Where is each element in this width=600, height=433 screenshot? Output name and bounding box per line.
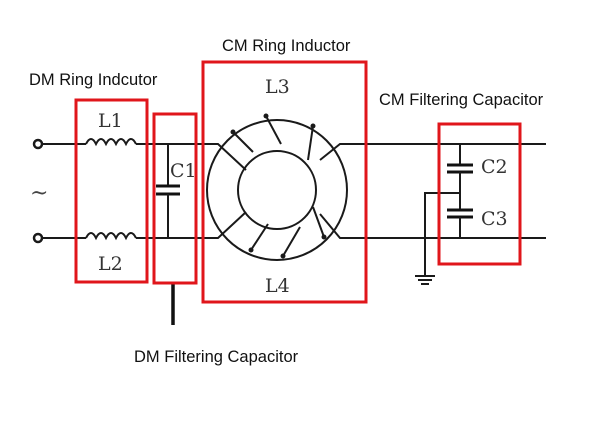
top-line [42, 138, 546, 147]
dm-capacitor-highlight [152, 112, 198, 285]
input-terminals: ~ [30, 138, 48, 244]
label-l3: L3 [265, 76, 290, 98]
ac-source-symbol: ~ [30, 181, 48, 206]
label-c2: C2 [481, 156, 508, 178]
label-l2: L2 [98, 253, 123, 275]
annotation-dm-ring-inductor: DM Ring Indcutor [29, 71, 158, 89]
toroid-lead-bottom-left [210, 211, 247, 239]
terminal-top [32, 138, 44, 150]
toroid-outer-ring [206, 119, 348, 261]
label-c1: C1 [170, 160, 197, 182]
cm-inductor-highlight [201, 60, 368, 304]
label-c3: C3 [481, 208, 508, 230]
toroid-lead-top-right [319, 143, 348, 161]
toroid-lead-bottom-right [319, 213, 348, 239]
inductor-l2-coil [85, 232, 137, 241]
label-l4: L4 [265, 275, 290, 297]
cm-capacitor-highlight [437, 122, 522, 266]
inductor-l1-coil [85, 138, 137, 147]
highlight-boxes [74, 60, 522, 304]
ground-icon [415, 275, 435, 285]
capacitor-c1 [156, 144, 180, 238]
toroid-lead-top-left [210, 143, 247, 171]
cm-toroid-inductor [206, 113, 348, 261]
annotation-dm-filtering-capacitor: DM Filtering Capacitor [134, 348, 299, 366]
annotation-cm-ring-inductor: CM Ring Inductor [222, 37, 351, 55]
annotation-cm-filtering-capacitor: CM Filtering Capacitor [379, 91, 544, 109]
label-l1: L1 [98, 110, 123, 132]
ground-lead [424, 192, 460, 275]
capacitors-c2-c3 [424, 144, 473, 275]
dm-inductor-highlight [74, 98, 149, 284]
toroid-inner-ring [237, 150, 317, 230]
terminal-bottom [32, 232, 44, 244]
